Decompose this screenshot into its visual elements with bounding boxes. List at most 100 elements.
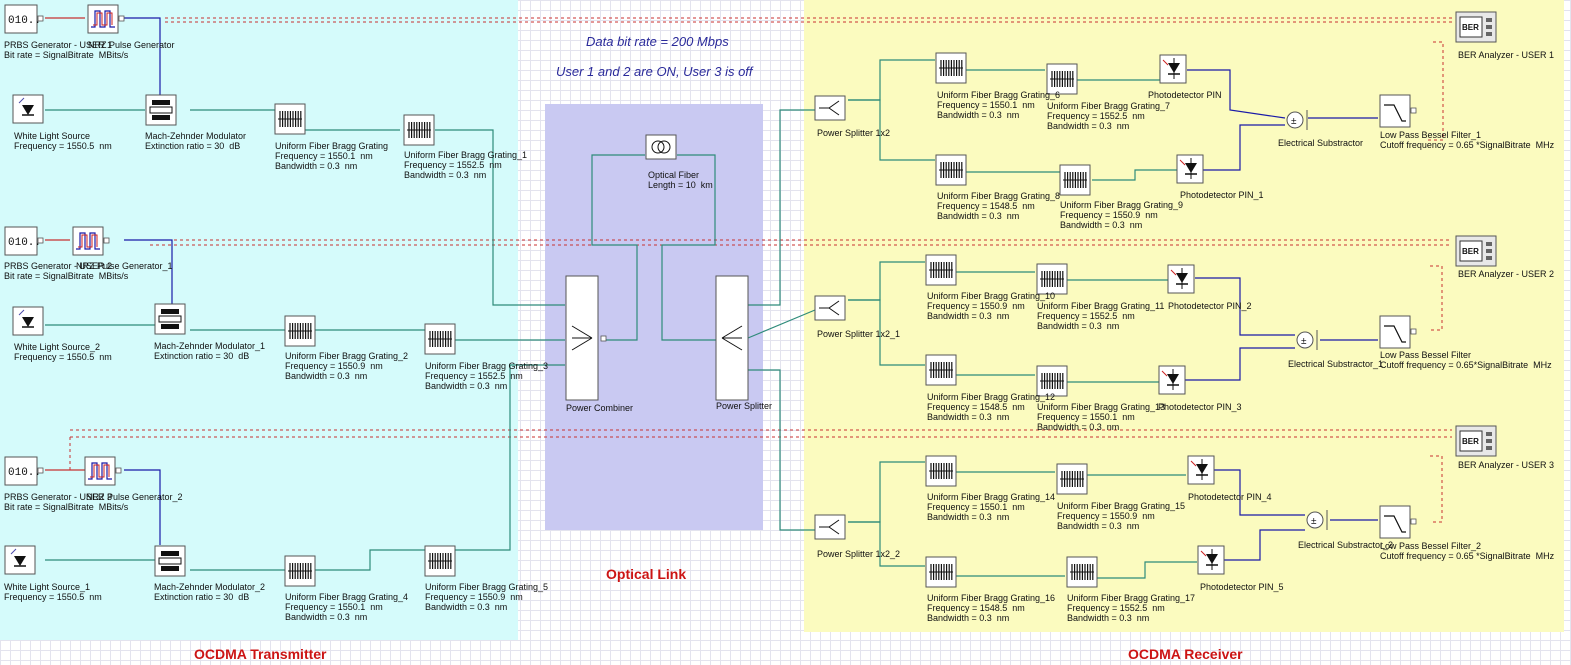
- fbg-icon[interactable]: [284, 555, 316, 587]
- photodetector-icon[interactable]: [1176, 154, 1204, 184]
- component-name: Uniform Fiber Bragg Grating_10: [927, 291, 1056, 301]
- electrical-subtractor-icon[interactable]: ±: [1306, 510, 1328, 530]
- component-name: Uniform Fiber Bragg Grating_11: [1037, 301, 1165, 311]
- fbg-icon[interactable]: [1036, 365, 1068, 397]
- component-name: Uniform Fiber Bragg Grating_3: [425, 361, 549, 371]
- component-parameters: Frequency = 1550.9 nm Bandwidth = 0.3 nm: [1057, 511, 1155, 531]
- component-name: White Light Source_1: [4, 582, 91, 592]
- component-parameters: Extinction ratio = 30 dB: [154, 351, 250, 361]
- fbg-icon[interactable]: [424, 323, 456, 355]
- nrz-pulse-generator-icon[interactable]: [72, 226, 110, 256]
- fbg-icon[interactable]: [935, 154, 967, 186]
- connection-wire: [1077, 70, 1161, 81]
- prbs-generator-icon[interactable]: 010..: [4, 226, 44, 256]
- mach-zehnder-modulator-icon[interactable]: [154, 303, 186, 335]
- component-name: BER Analyzer - USER 3: [1458, 460, 1555, 470]
- fbg-icon[interactable]: [925, 254, 957, 286]
- fbg-icon[interactable]: [424, 545, 456, 577]
- component-label: Electrical Substractor_2: [1298, 540, 1393, 550]
- fbg-icon[interactable]: [925, 354, 957, 386]
- component-label: NRZ Pulse Generator_1: [76, 261, 173, 271]
- svg-text:±: ±: [1311, 516, 1317, 527]
- component-name: Uniform Fiber Bragg Grating_2: [285, 351, 409, 361]
- nrz-pulse-generator-icon[interactable]: [87, 4, 125, 34]
- connection-wire: [848, 99, 935, 161]
- component-parameters: Frequency = 1552.5 nm Bandwidth = 0.3 nm: [425, 371, 523, 391]
- ber-analyzer-icon[interactable]: BER: [1455, 235, 1497, 267]
- fbg-icon[interactable]: [1059, 164, 1091, 196]
- low-pass-filter-icon[interactable]: [1379, 94, 1417, 128]
- fbg-icon[interactable]: [925, 455, 957, 487]
- fbg-icon[interactable]: [1046, 63, 1078, 95]
- fbg-icon[interactable]: [1066, 556, 1098, 588]
- electrical-subtractor-icon[interactable]: ±: [1296, 330, 1318, 350]
- connection-wire: [124, 469, 161, 545]
- connection-wire: [1203, 124, 1285, 171]
- power-splitter-1x2-icon[interactable]: [814, 95, 846, 121]
- photodetector-icon[interactable]: [1167, 264, 1195, 294]
- connection-wire: [591, 154, 645, 341]
- photodetector-icon[interactable]: [1159, 54, 1187, 84]
- white-light-source-icon[interactable]: [12, 306, 44, 336]
- fbg-icon[interactable]: [925, 556, 957, 588]
- photodetector-icon[interactable]: [1197, 545, 1225, 575]
- component-label: BER Analyzer - USER 2: [1458, 269, 1554, 279]
- connection-wire: [190, 109, 276, 130]
- component-name: NRZ Pulse Generator_2: [86, 492, 183, 502]
- fbg-icon[interactable]: [284, 315, 316, 347]
- ber-glyph-text: BER: [1462, 247, 1479, 256]
- photodetector-icon[interactable]: [1187, 455, 1215, 485]
- electrical-subtractor-icon[interactable]: ±: [1286, 110, 1308, 130]
- component-label: Photodetector PIN_2: [1168, 301, 1252, 311]
- white-light-source-icon[interactable]: [4, 545, 36, 575]
- ber-analyzer-icon[interactable]: BER: [1455, 425, 1497, 457]
- component-name: NRZ Pulse Generator_1: [76, 261, 173, 271]
- connection-wire: [1097, 561, 1197, 579]
- component-parameters: Extinction ratio = 30 dB: [145, 141, 241, 151]
- component-label: BER Analyzer - USER 3: [1458, 460, 1554, 470]
- power-splitter-1x2-icon[interactable]: [814, 514, 846, 540]
- component-name: PRBS Generator - USER 3: [4, 492, 113, 502]
- nrz-pulse-generator-icon[interactable]: [84, 456, 122, 486]
- component-label: Photodetector PIN_3: [1158, 402, 1242, 412]
- prbs-generator-icon[interactable]: 010..: [4, 456, 44, 486]
- component-name: Uniform Fiber Bragg Grating: [275, 141, 389, 151]
- fbg-icon[interactable]: [274, 103, 306, 135]
- component-name: Uniform Fiber Bragg Grating_15: [1057, 501, 1186, 511]
- low-pass-filter-icon[interactable]: [1379, 315, 1417, 349]
- fbg-icon[interactable]: [935, 52, 967, 84]
- mach-zehnder-modulator-icon[interactable]: [154, 545, 186, 577]
- fbg-icon[interactable]: [1036, 263, 1068, 295]
- component-parameters: Frequency = 1550.5 nm: [14, 352, 112, 362]
- ber-analyzer-icon[interactable]: BER: [1455, 11, 1497, 43]
- power-splitter-1x2-icon[interactable]: [814, 295, 846, 321]
- component-label: BER Analyzer - USER 1: [1458, 50, 1554, 60]
- power-splitter-icon[interactable]: [715, 275, 749, 401]
- low-pass-filter-icon[interactable]: [1379, 505, 1417, 539]
- mach-zehnder-modulator-icon[interactable]: [145, 94, 177, 126]
- fbg-icon[interactable]: [403, 114, 435, 146]
- fbg-icon[interactable]: [1056, 463, 1088, 495]
- power-combiner-icon[interactable]: [565, 275, 607, 401]
- connection-wire: [848, 299, 925, 366]
- component-name: Mach-Zehnder Modulator_1: [154, 341, 266, 351]
- photodetector-icon[interactable]: [1158, 365, 1186, 395]
- white-light-source-icon[interactable]: [12, 94, 44, 124]
- component-label: Photodetector PIN_4: [1188, 492, 1272, 502]
- prbs-generator-icon[interactable]: 010..: [4, 4, 44, 34]
- component-parameters: Cutoff frequency = 0.65*SignalBitrate MH…: [1380, 360, 1552, 370]
- bitrate-note: Data bit rate = 200 Mbps: [586, 34, 729, 49]
- optical-fiber-icon[interactable]: [645, 134, 677, 160]
